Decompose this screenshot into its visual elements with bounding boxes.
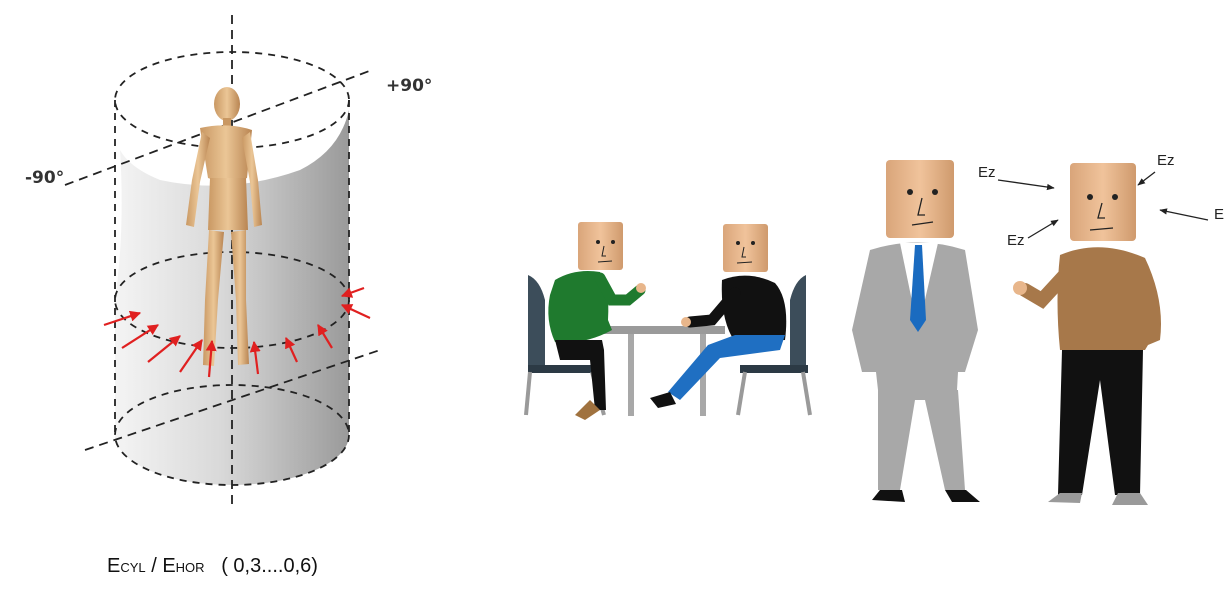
formula-sub-cyl: CYL <box>120 560 145 575</box>
person-brown-sweater <box>1013 163 1161 505</box>
standing-figures <box>852 160 1208 505</box>
person-suit <box>852 160 980 502</box>
formula-e1: E <box>107 555 120 577</box>
cylinder-diagram <box>65 15 380 505</box>
ez-label-left: Ez <box>978 164 996 181</box>
angle-label-plus90: +90° <box>386 76 432 96</box>
formula-e2: E <box>162 555 175 577</box>
formula-slash: / <box>146 555 163 577</box>
cylindrical-ratio-formula: ECYL / EHOR ( 0,3....0,6) <box>107 555 318 578</box>
angle-label-minus90: -90° <box>25 168 64 188</box>
seated-meeting-scene <box>526 222 810 420</box>
formula-range: ( 0,3....0,6) <box>205 555 318 577</box>
ez-label-right: E <box>1214 206 1224 223</box>
ez-label-top: Ez <box>1157 152 1175 169</box>
formula-sub-hor: HOR <box>176 560 205 575</box>
person-black-shirt <box>650 224 786 408</box>
ez-label-bottom: Ez <box>1007 232 1025 249</box>
